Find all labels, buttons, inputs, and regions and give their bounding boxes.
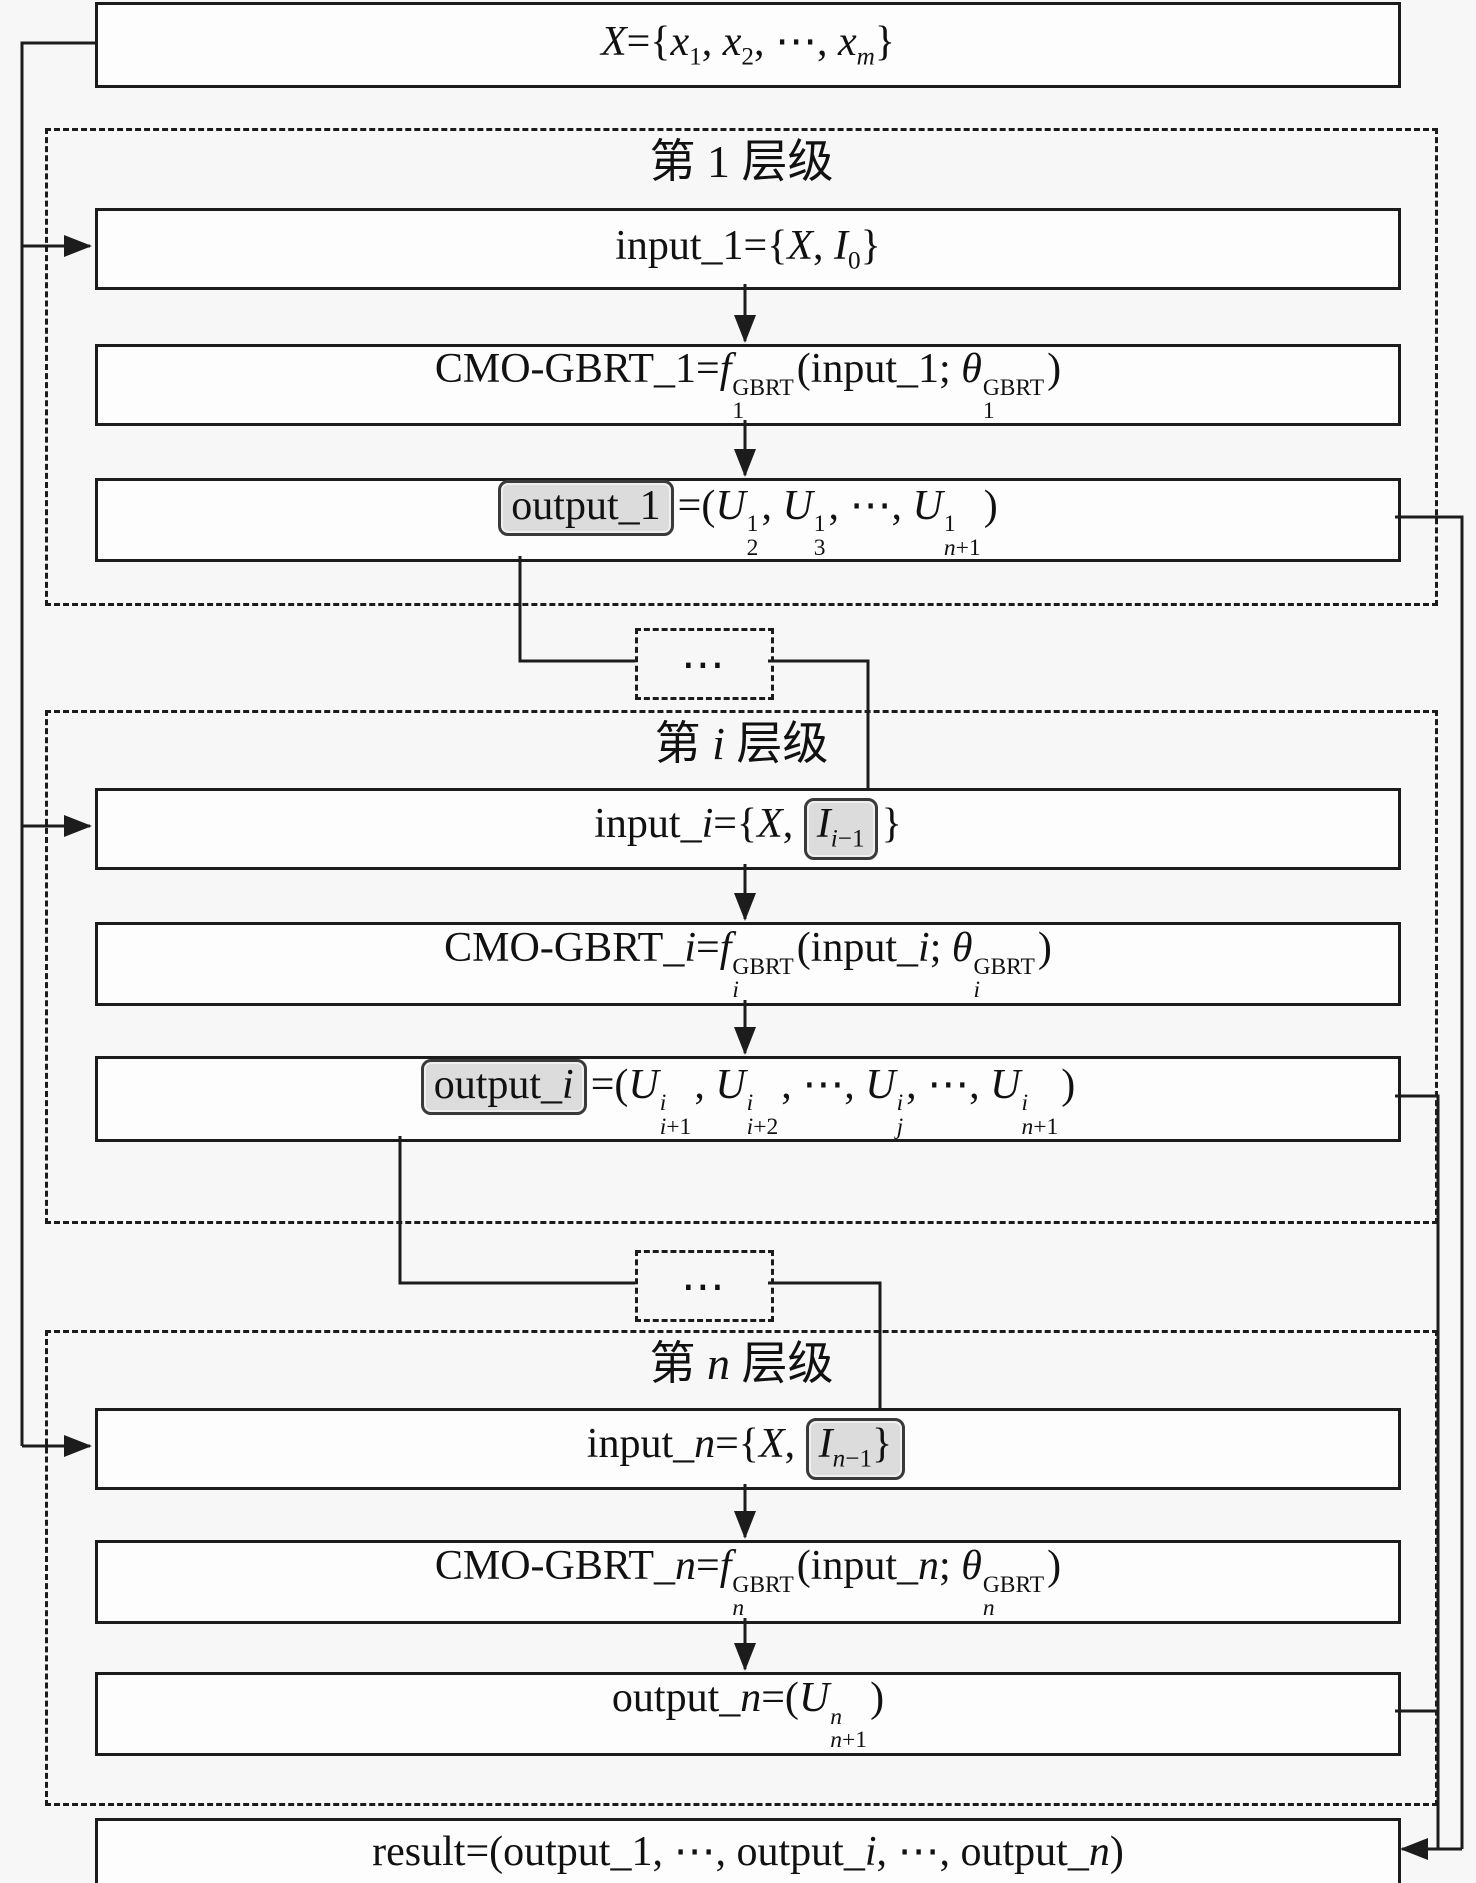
dataset-box: X={x1, x2, ⋯, xm} — [95, 2, 1401, 88]
level-i-title: 第 i 层级 — [654, 718, 829, 769]
ellipsis-1-text: ⋯ — [681, 639, 728, 689]
ellipsis-connector-1: ⋯ — [635, 628, 774, 700]
result-box: result=(output_1, ⋯, output_i, ⋯, output… — [95, 1818, 1401, 1883]
input-1-box: input_1={X, I0} — [95, 208, 1401, 290]
ellipsis-2-text: ⋯ — [681, 1261, 728, 1311]
ellipsis-connector-2: ⋯ — [635, 1250, 774, 1322]
input-n-formula: input_n={X, In−1} — [575, 1418, 921, 1480]
input-n-box: input_n={X, In−1} — [95, 1408, 1401, 1490]
input-i-box: input_i={X, Ii−1} — [95, 788, 1401, 870]
level-1-title: 第 1 层级 — [649, 136, 834, 187]
level-n-title: 第 n 层级 — [649, 1338, 834, 1389]
input-i-formula: input_i={X, Ii−1} — [582, 798, 914, 860]
input-1-formula: input_1={X, I0} — [615, 222, 881, 275]
result-formula: result=(output_1, ⋯, output_i, ⋯, output… — [372, 1828, 1124, 1875]
dataset-formula: X={x1, x2, ⋯, xm} — [600, 18, 896, 71]
